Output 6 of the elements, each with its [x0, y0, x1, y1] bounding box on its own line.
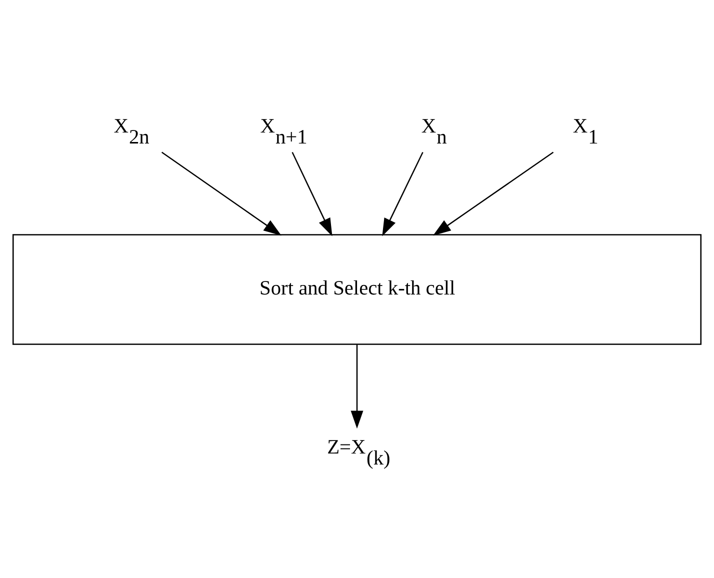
node-box: Sort and Select k-th cell: [12, 234, 702, 344]
arrow: [350, 344, 364, 428]
arrow: [292, 151, 332, 236]
arrow: [432, 151, 554, 236]
arrow: [382, 151, 424, 236]
arrow: [161, 151, 282, 236]
